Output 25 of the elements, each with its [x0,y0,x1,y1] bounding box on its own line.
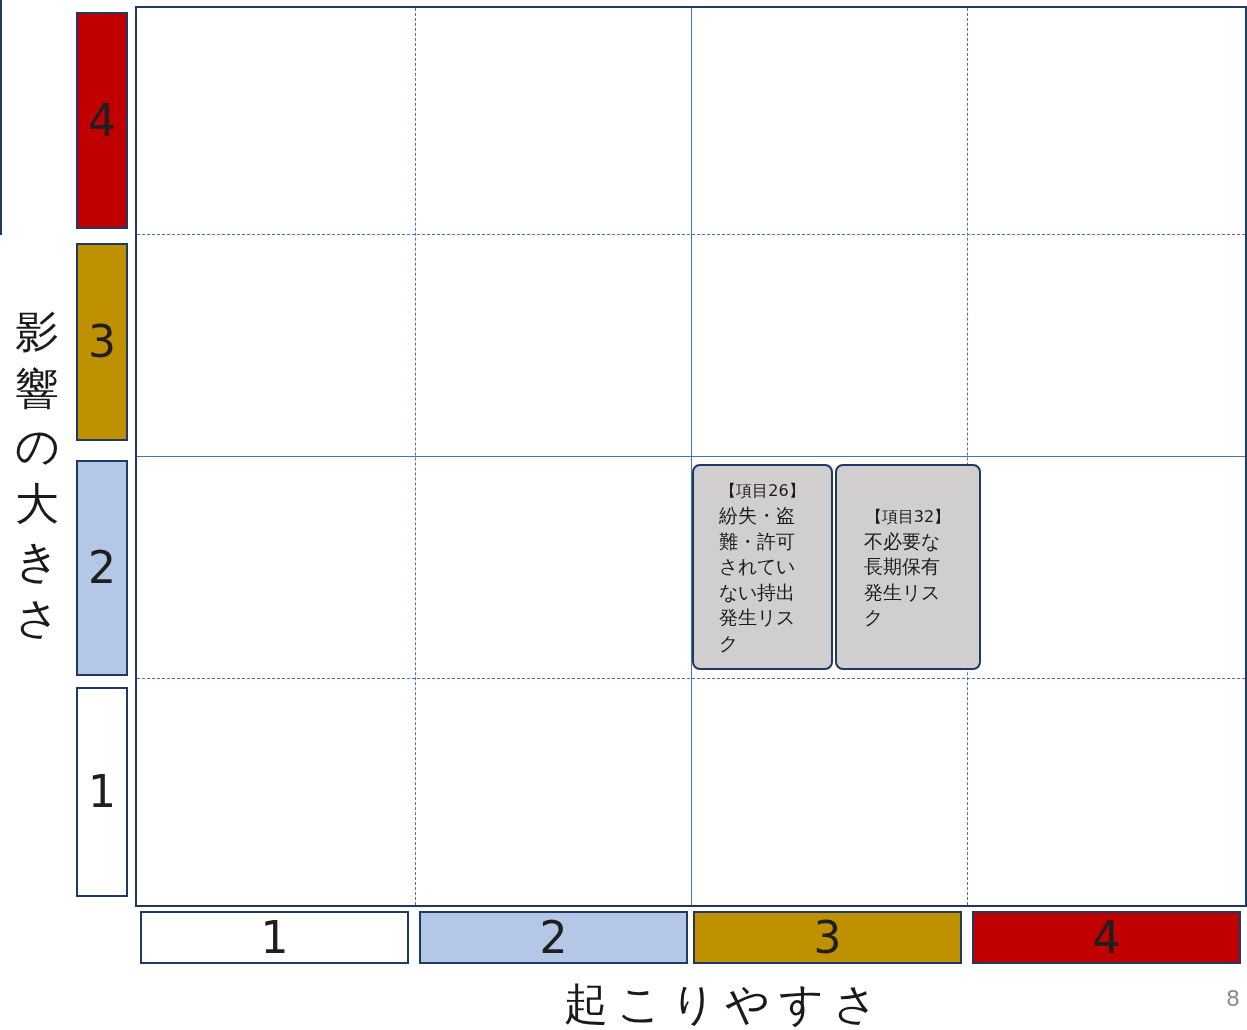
page-number: 8 [1226,986,1240,1011]
scale-level-box [76,460,128,676]
card-text: 紛失・盗難・許可されていない持出発生リスク [718,503,796,656]
card-text: 不必要な長期保有発生リスク [864,528,941,630]
scale-level-box [972,911,1241,964]
level-number: 1 [260,915,289,960]
level-number: 1 [88,770,116,814]
level-number: 4 [88,98,116,143]
scale-level-box [76,243,128,441]
axis-title: 起こりやすさ [562,980,888,1029]
scale-level-box [419,911,688,964]
scale-level-box [76,12,128,229]
level-number: 3 [88,320,116,364]
level-number: 2 [88,546,116,590]
scale-level-box [693,911,962,964]
level-number: 4 [1092,915,1121,960]
risk-card [835,464,981,670]
risk-card [692,464,833,670]
level-number: 2 [539,915,568,960]
axis-title: 影響の大きさ [15,305,59,645]
scale-level-box [140,911,409,964]
scale-level-box [76,687,128,897]
card-heading: 【項目26】 [720,480,805,502]
level-number: 3 [813,915,842,960]
card-heading: 【項目32】 [865,505,951,528]
